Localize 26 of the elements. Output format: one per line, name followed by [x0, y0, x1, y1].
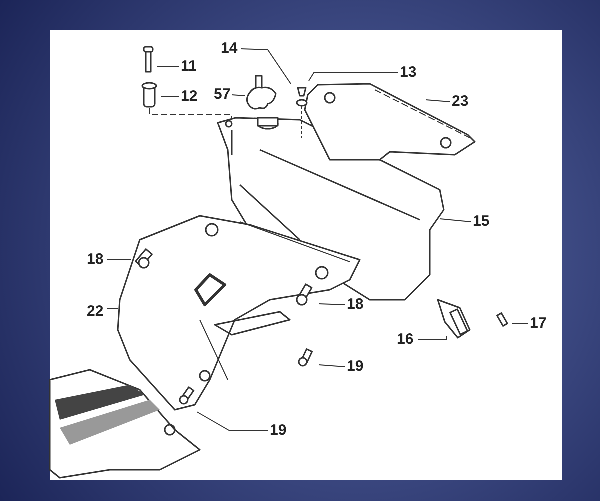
leader-line: [156, 66, 180, 68]
callout-number: 22: [87, 304, 104, 320]
callout-number: 18: [87, 252, 104, 268]
callout-number: 19: [347, 359, 364, 375]
callout-number: 14: [221, 41, 238, 57]
callout-number: 18: [347, 297, 364, 313]
leader-line: [106, 308, 118, 310]
leader-line: [318, 364, 346, 368]
callout-number: 57: [214, 87, 231, 103]
callout-number: 13: [400, 65, 417, 81]
callout-number: 23: [452, 94, 469, 110]
leader-line: [308, 72, 398, 82]
leader-line: [160, 96, 180, 98]
leader-line: [196, 412, 268, 432]
leader-line: [440, 218, 472, 222]
callout-number: 16: [397, 332, 414, 348]
callout-number: 17: [530, 316, 547, 332]
leader-line: [418, 336, 448, 340]
callout-number: 15: [473, 214, 490, 230]
leader-line: [318, 304, 346, 306]
leader-line: [426, 100, 450, 102]
callout-number: 12: [181, 89, 198, 105]
leader-line: [240, 48, 292, 84]
leader-line: [232, 94, 246, 96]
callout-number: 11: [181, 59, 197, 75]
callout-number: 19: [270, 423, 287, 439]
